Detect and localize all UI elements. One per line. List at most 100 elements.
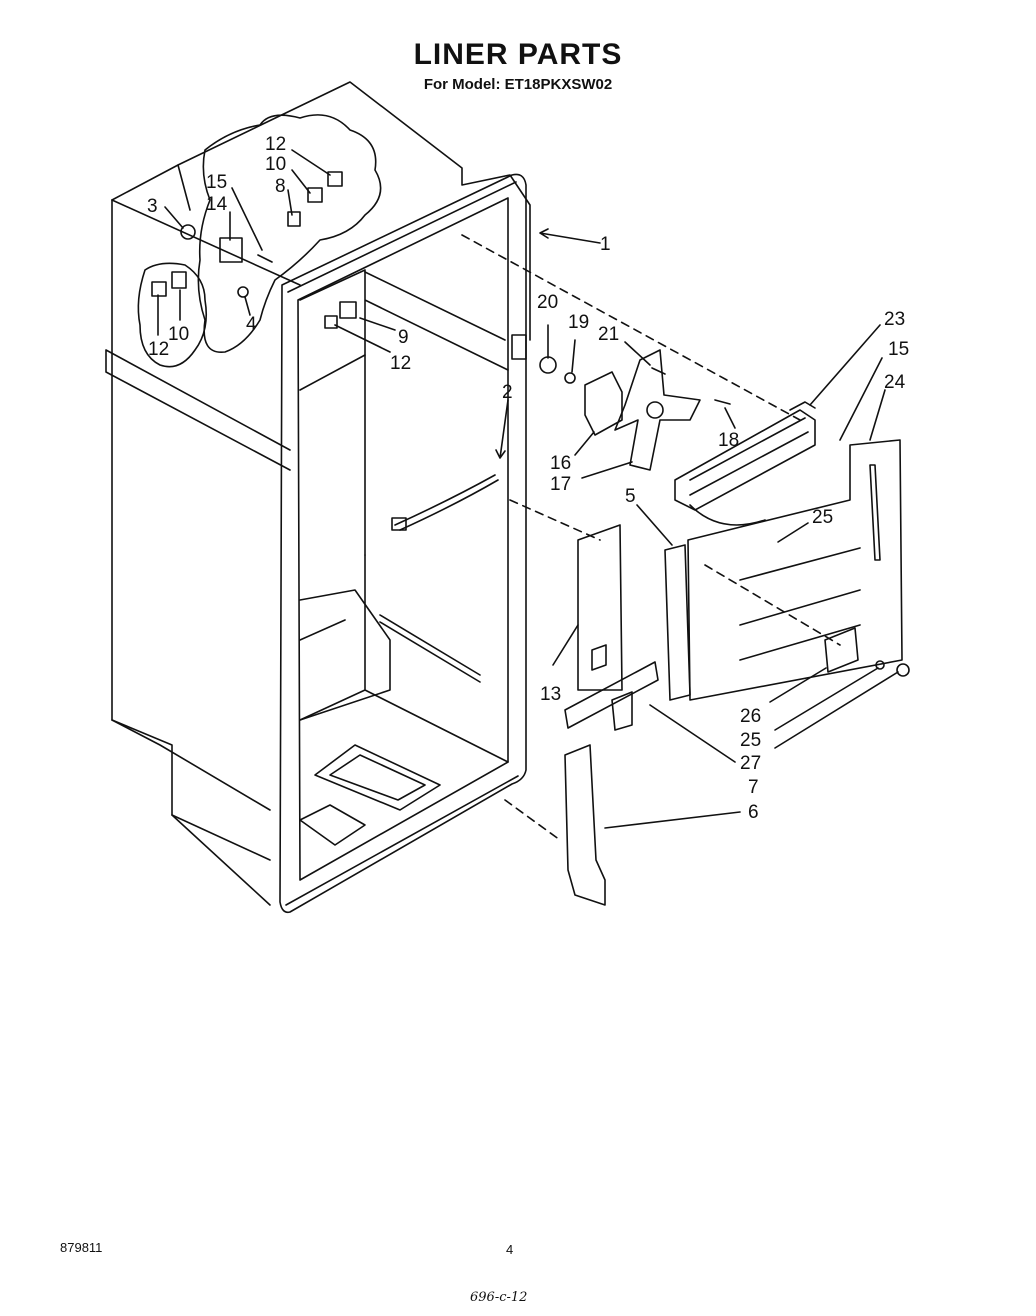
leader-19 <box>571 339 576 373</box>
liner-side <box>299 354 366 391</box>
shroud-back <box>789 401 816 411</box>
leader-12c <box>334 324 391 353</box>
clip-12a <box>327 171 343 187</box>
cabinet-left-wall <box>111 199 271 906</box>
callout-26: 26 <box>740 706 761 727</box>
grommet-20 <box>539 356 557 374</box>
leader-7 <box>649 704 736 763</box>
liner-frame-inner <box>297 197 509 881</box>
callout-3: 3 <box>147 196 158 217</box>
callout-13: 13 <box>540 684 561 705</box>
callout-15a: 15 <box>206 172 227 193</box>
evap-cover-vents <box>739 547 861 661</box>
handwritten-note: 696-c-12 <box>470 1290 528 1305</box>
leader-12a <box>291 149 331 176</box>
callout-25a: 25 <box>812 507 833 528</box>
callout-16: 16 <box>550 453 571 474</box>
fan-shroud-23 <box>674 409 816 511</box>
diagram-code: 879811 <box>60 1240 103 1255</box>
leader-5 <box>636 504 673 546</box>
dashed-guide-1 <box>461 234 801 421</box>
plate-26 <box>824 627 859 673</box>
callout-8: 8 <box>275 176 286 197</box>
grommet-19 <box>564 372 576 384</box>
callout-9: 9 <box>398 327 409 348</box>
liner-frame-outer <box>279 173 527 914</box>
liner-hump <box>299 589 391 721</box>
callout-25b: 25 <box>740 730 761 751</box>
leader-6 <box>604 811 741 829</box>
callout-18: 18 <box>718 430 739 451</box>
grommet-4 <box>237 286 249 298</box>
liner-back-top <box>364 271 506 341</box>
strip-6 <box>564 744 606 906</box>
screw-21 <box>651 367 666 375</box>
leader-25b <box>774 667 879 731</box>
dashed-guide-2 <box>509 499 601 541</box>
heater-wire <box>394 474 499 531</box>
screw-25b <box>875 660 885 670</box>
callout-19: 19 <box>568 312 589 333</box>
bulb-3 <box>180 224 196 240</box>
callout-20: 20 <box>537 292 558 313</box>
leader-23 <box>809 324 881 406</box>
duct-13 <box>577 524 623 691</box>
clip-12b <box>151 281 167 297</box>
clip-10a <box>307 187 323 203</box>
callout-24: 24 <box>884 372 906 393</box>
callout-7: 7 <box>748 777 759 798</box>
screw-18 <box>714 399 731 405</box>
leader-25a <box>777 522 809 543</box>
leader-27 <box>774 671 899 749</box>
fan-hub <box>646 401 664 419</box>
fan-shroud-grille <box>689 417 809 496</box>
leader-21 <box>624 341 651 366</box>
callout-23: 23 <box>884 309 905 330</box>
fan-blade-17 <box>614 349 701 471</box>
callout-10b: 10 <box>168 324 189 345</box>
drain-pan-2 <box>299 804 366 846</box>
leader-24 <box>869 389 886 441</box>
screw-15a <box>257 254 273 263</box>
cabinet-shell <box>111 81 531 341</box>
leader-15a <box>231 187 263 251</box>
bracket-7 <box>564 661 659 729</box>
leader-9 <box>359 317 396 331</box>
callout-4: 4 <box>246 314 257 335</box>
panel-5 <box>664 544 691 701</box>
callout-21: 21 <box>598 324 619 345</box>
callout-2: 2 <box>502 382 513 403</box>
callout-17: 17 <box>550 474 571 495</box>
callout-15b: 15 <box>888 339 909 360</box>
callout-5: 5 <box>625 486 636 507</box>
evap-cover-slot <box>869 464 881 561</box>
leader-1 <box>539 228 601 244</box>
heater-terminal <box>391 517 407 531</box>
duct-13-window <box>591 644 607 671</box>
cabinet-lower <box>111 719 271 861</box>
leader-10a <box>291 169 311 194</box>
cutout-upper <box>197 114 382 353</box>
floor-tube <box>379 614 481 683</box>
clip-9 <box>339 301 357 319</box>
page-number: 4 <box>506 1242 514 1257</box>
leader-4 <box>244 296 251 316</box>
clip-10b <box>171 271 187 289</box>
cabinet-top-edge <box>111 164 301 286</box>
model-subtitle: For Model: ET18PKXSW02 <box>423 76 613 93</box>
cutout-lower <box>137 262 208 368</box>
leader-16 <box>574 431 595 456</box>
bracket-7-tab <box>611 691 633 731</box>
switch-14 <box>219 237 243 263</box>
leader-15b <box>839 357 883 441</box>
leader-13 <box>552 624 579 666</box>
clip-8 <box>287 211 301 227</box>
leader-3 <box>164 206 184 229</box>
callout-27: 27 <box>740 753 761 774</box>
clip-12c <box>324 315 338 329</box>
cabinet-front-strip <box>105 349 291 471</box>
callout-6: 6 <box>748 802 759 823</box>
callout-12a: 12 <box>265 134 286 155</box>
cap-27 <box>896 663 910 677</box>
liner-bottom <box>299 554 509 763</box>
